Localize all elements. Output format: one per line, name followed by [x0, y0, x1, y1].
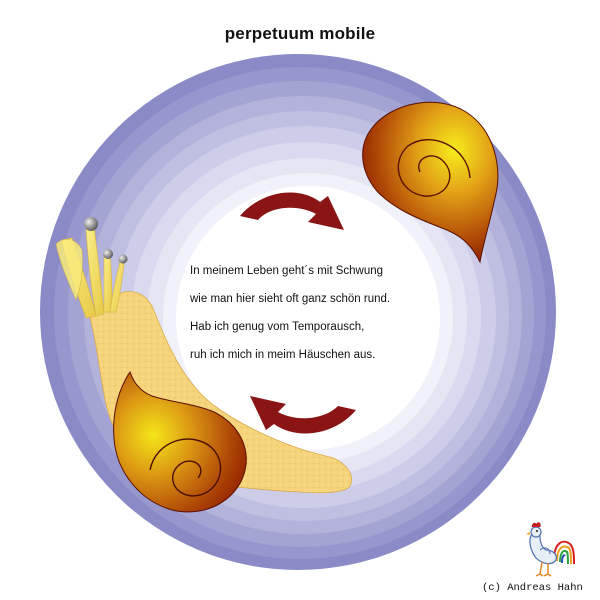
poem-line-3: Hab ich genug vom Temporausch, — [190, 321, 365, 333]
snail-shell-top — [362, 101, 499, 264]
poem-line-1: In meinem Leben geht´s mit Schwung — [190, 265, 384, 277]
snail-shell-bottom — [113, 370, 247, 513]
curved-arrow-left-icon — [250, 396, 356, 434]
rooster-logo-icon — [526, 522, 575, 577]
page-title: perpetuum mobile — [224, 24, 376, 43]
poem-text: In meinem Leben geht´s mit Schwung wie m… — [190, 263, 430, 375]
curved-arrow-right-icon — [240, 192, 344, 230]
poem-line-4: ruh ich mich in meim Häuschen aus. — [190, 349, 376, 361]
poem-line-2: wie man hier sieht oft ganz schön rund. — [190, 293, 391, 305]
copyright-text: (c) Andreas Hahn — [482, 582, 583, 594]
snail-tentacles — [55, 217, 128, 319]
